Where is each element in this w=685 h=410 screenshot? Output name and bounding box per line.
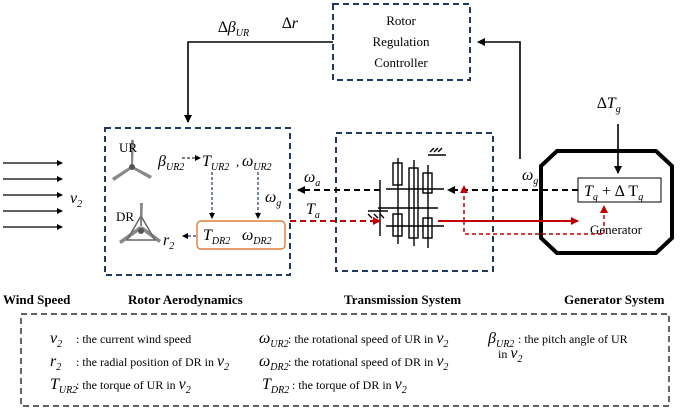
omega-dr2-symbol: ωDR2 [242, 227, 272, 247]
controller-label-line3: Controller [374, 55, 428, 70]
legend-item-t-ur2: TUR2 : the torque of UR in v2 [50, 376, 191, 396]
omega-a-symbol: ωa [304, 169, 320, 189]
legend-item-t-dr2: TDR2 : the torque of DR in v2 [262, 376, 407, 396]
beta-ur2-symbol: βUR2 [157, 153, 184, 173]
controller-label-line1: Rotor [386, 13, 416, 28]
gearbox-icon [367, 147, 446, 248]
rotor-regulation-controller-block: Rotor Regulation Controller [332, 3, 471, 81]
symbol-legend: v2 : the current wind speed ωUR2 : the r… [20, 313, 670, 407]
controller-feedback-arrow [477, 38, 521, 159]
delta-beta-ur-label: ∆βUR [218, 19, 249, 39]
omega-ur2-symbol: ωUR2 [242, 153, 272, 173]
torque-ta-arrow [290, 185, 608, 235]
caption-wind-speed: Wind Speed [3, 292, 71, 307]
legend-item-v2: v2 : the current wind speed [50, 330, 191, 350]
svg-text:: the current wind speed: : the current wind speed [76, 332, 191, 346]
generator-block [539, 149, 674, 255]
wind-speed-arrows [3, 160, 63, 230]
svg-text:TDR2: TDR2 [262, 376, 289, 396]
dr-state-box [196, 220, 286, 250]
omega-g-inner-symbol: ωg [265, 189, 281, 209]
generator-label: Generator [590, 222, 643, 237]
svg-text:βUR2: βUR2 [487, 330, 514, 350]
transmission-system-block [335, 132, 494, 272]
caption-generator-system: Generator System [564, 292, 665, 307]
svg-text:v2: v2 [50, 330, 62, 350]
comma-separator: , [236, 154, 239, 169]
svg-text:: the rotational speed of UR i: : the rotational speed of UR in v2 [288, 330, 448, 350]
legend-item-omega-dr2: ωDR2 : the rotational speed of DR in v2 [259, 353, 448, 373]
caption-transmission-system: Transmission System [344, 292, 461, 307]
legend-item-beta-ur2: βUR2 : the pitch angle of UR in v2 [487, 330, 628, 365]
dr-rotor-icon [119, 203, 161, 244]
svg-text:in v2: in v2 [498, 345, 522, 365]
legend-item-r2: r2 : the radial position of DR in v2 [50, 353, 229, 373]
legend-item-omega-ur2: ωUR2 : the rotational speed of UR in v2 [259, 330, 448, 350]
control-output-arrow [184, 41, 333, 123]
r2-symbol: r2 [163, 232, 174, 252]
svg-text:: the radial position of DR in: : the radial position of DR in v2 [76, 353, 229, 373]
svg-text:ωDR2: ωDR2 [259, 353, 289, 373]
controller-label-line2: Regulation [372, 34, 430, 49]
svg-text:ωUR2: ωUR2 [259, 330, 289, 350]
t-dr2-symbol: TDR2 [203, 227, 230, 247]
tg-box-expression: Tg + ∆ Tg [584, 183, 643, 203]
t-a-symbol: Ta [306, 201, 320, 221]
ur-rotor-icon [112, 140, 152, 181]
dr-label: DR [116, 209, 134, 224]
t-ur2-symbol: TUR2 [202, 153, 229, 173]
svg-text:: the torque of UR in v2: : the torque of UR in v2 [76, 376, 191, 396]
ur-label: UR [119, 140, 137, 155]
delta-tg-label: ∆Tg [597, 95, 621, 115]
wind-speed-v2-symbol: v2 [70, 190, 82, 210]
svg-text:: the torque of DR in v2: : the torque of DR in v2 [292, 376, 407, 396]
svg-text:TUR2: TUR2 [50, 376, 77, 396]
svg-text:r2: r2 [50, 353, 61, 373]
delta-r-label: ∆r [282, 15, 299, 32]
caption-rotor-aerodynamics: Rotor Aerodynamics [128, 292, 243, 307]
rotor-aerodynamics-block [104, 127, 291, 276]
svg-text:: the rotational speed of DR i: : the rotational speed of DR in v2 [288, 353, 448, 373]
omega-g-symbol: ωg [522, 167, 538, 187]
svg-text:: the pitch angle of UR: : the pitch angle of UR [518, 332, 628, 346]
